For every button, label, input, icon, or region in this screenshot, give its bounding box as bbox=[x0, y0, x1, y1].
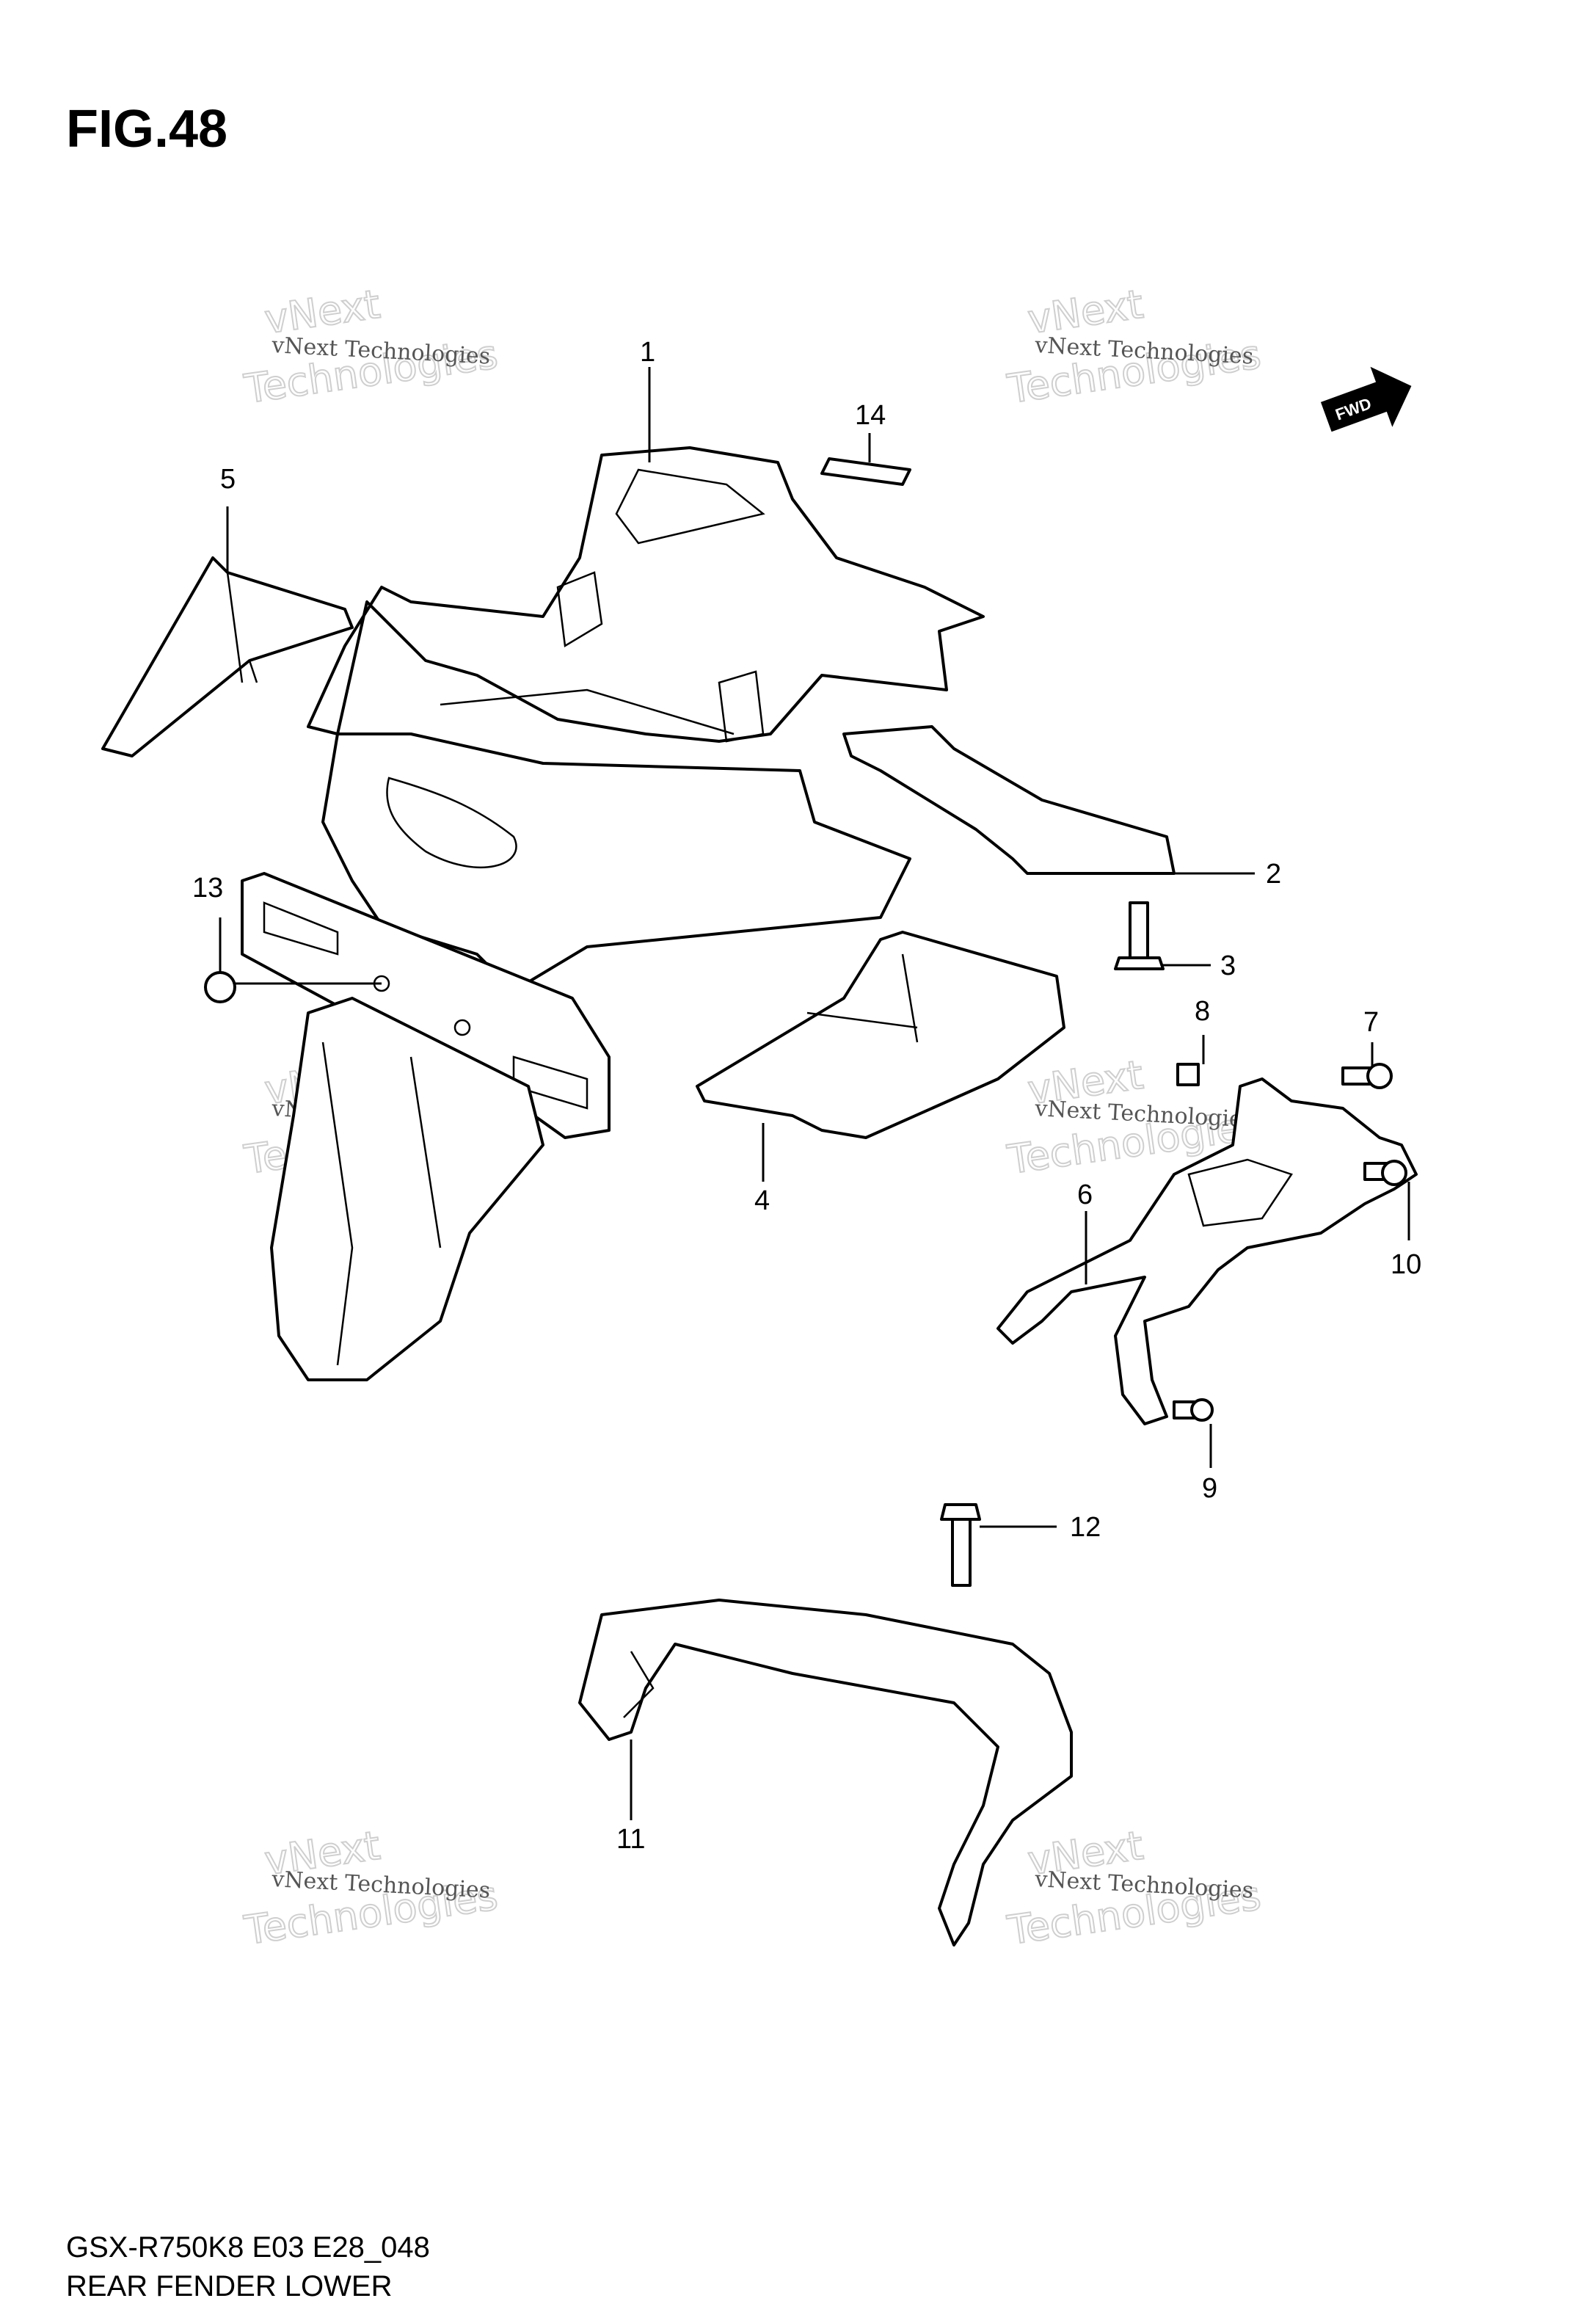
part-2-bracket-plate bbox=[842, 725, 1176, 875]
callout-9: 9 bbox=[1202, 1473, 1217, 1504]
part-11-lower-cowl bbox=[578, 1599, 1073, 1946]
part-3-bolt bbox=[1114, 901, 1165, 970]
callout-11: 11 bbox=[616, 1824, 645, 1855]
callout-14: 14 bbox=[855, 400, 886, 431]
part-4-under-panel bbox=[696, 931, 1065, 1139]
part-13-license-holder bbox=[241, 872, 611, 1139]
part-5-side-cover bbox=[101, 556, 354, 757]
part-9-bolt bbox=[1173, 1398, 1214, 1422]
part-1-rear-fender-upper bbox=[307, 446, 985, 743]
part-6-frame-bracket bbox=[996, 1077, 1418, 1425]
callout-13: 13 bbox=[192, 873, 223, 904]
callout-2: 2 bbox=[1266, 859, 1281, 890]
callout-5: 5 bbox=[220, 464, 236, 495]
part-mudguard bbox=[270, 997, 544, 1381]
part-12-bolt bbox=[940, 1503, 981, 1587]
part-14-label-sticker bbox=[820, 457, 911, 486]
callout-7: 7 bbox=[1363, 1007, 1379, 1038]
part-7-bolt bbox=[1341, 1063, 1393, 1089]
part-8-nut bbox=[1176, 1063, 1200, 1086]
callout-10: 10 bbox=[1391, 1249, 1421, 1280]
model-code: GSX-R750K8 E03 E28_048 bbox=[66, 2231, 430, 2264]
part-13-washer bbox=[204, 971, 236, 1003]
callout-12: 12 bbox=[1070, 1512, 1101, 1543]
leader-lines bbox=[219, 367, 1410, 1820]
part-10-bolt bbox=[1363, 1160, 1407, 1186]
callout-4: 4 bbox=[754, 1185, 770, 1216]
callout-3: 3 bbox=[1220, 950, 1236, 981]
section-name: REAR FENDER LOWER bbox=[66, 2270, 393, 2302]
callout-6: 6 bbox=[1077, 1179, 1093, 1210]
figure-title: FIG.48 bbox=[66, 100, 227, 159]
forward-arrow-icon: FWD bbox=[1320, 366, 1412, 432]
part-1-tail-body bbox=[321, 733, 911, 992]
callout-1: 1 bbox=[640, 337, 655, 368]
callout-8: 8 bbox=[1195, 996, 1210, 1027]
